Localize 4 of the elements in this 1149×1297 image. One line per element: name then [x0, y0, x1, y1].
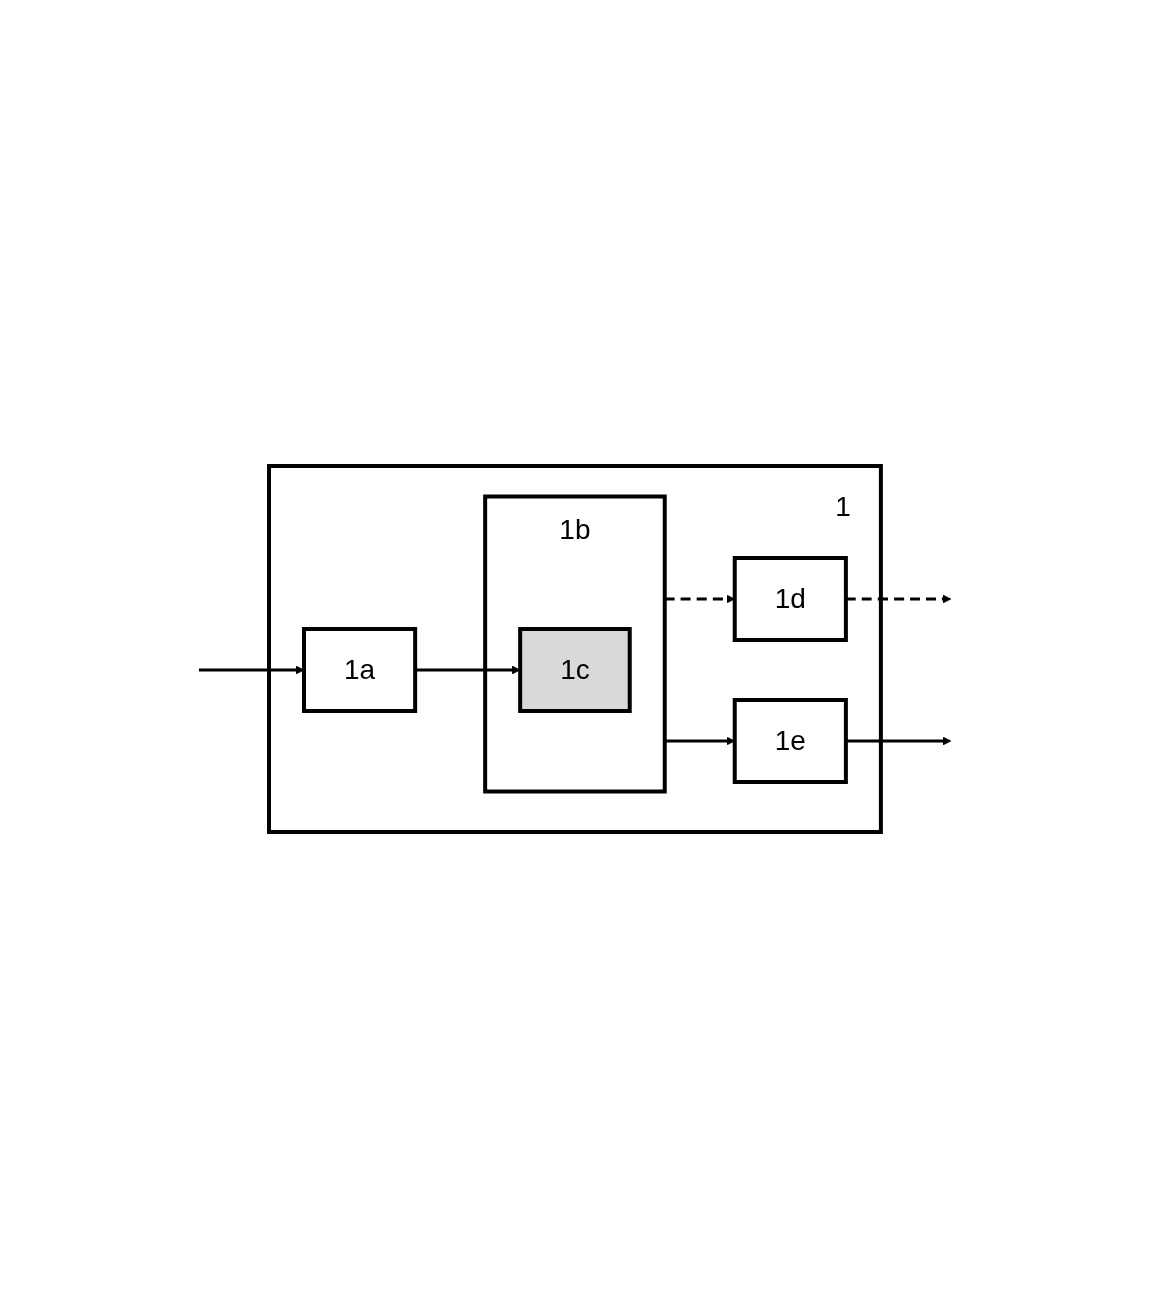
node-box: 1d — [732, 555, 848, 642]
node-box: 1e — [732, 697, 848, 784]
node-box: 1c — [517, 626, 632, 713]
node-box: 1a — [301, 626, 417, 713]
